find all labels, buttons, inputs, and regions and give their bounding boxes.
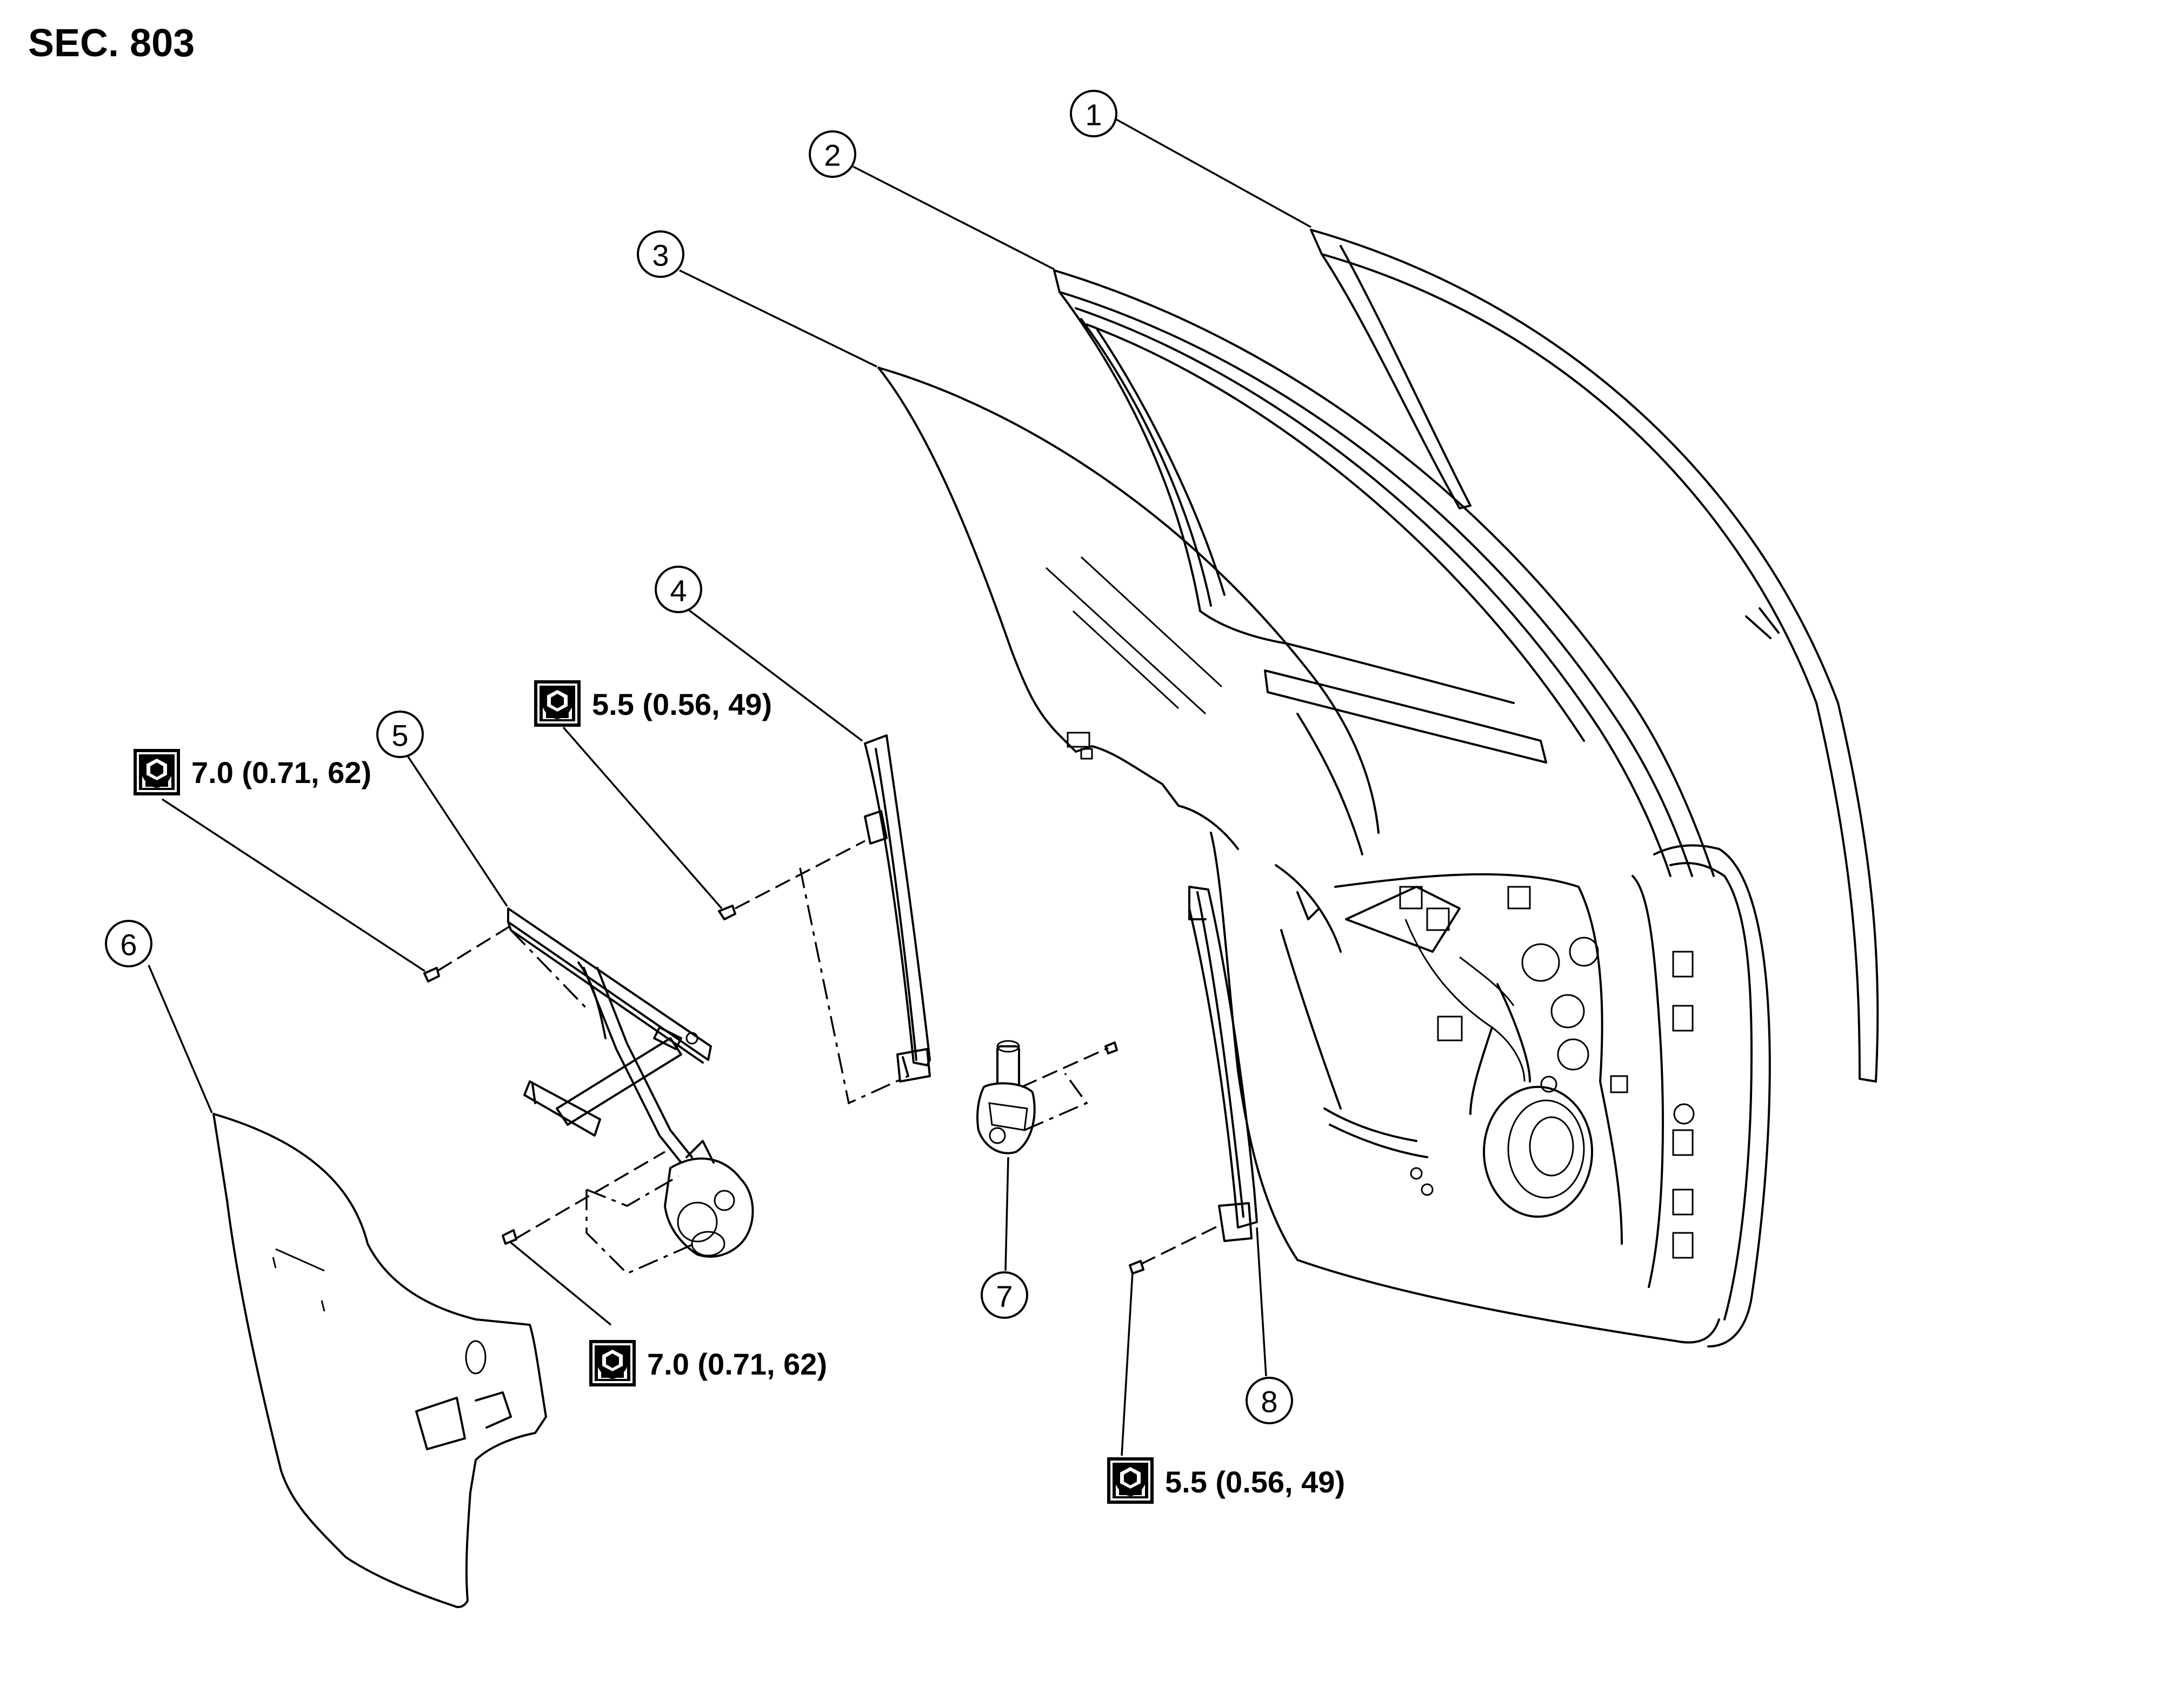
callout-6: 6	[105, 920, 152, 967]
bolt-regulator-lower	[502, 1229, 517, 1245]
part-8-front-sash	[1188, 886, 1258, 1242]
callout-7: 7	[981, 1271, 1028, 1319]
torque-wrench-icon	[589, 1340, 636, 1386]
speaker-outer	[1483, 1086, 1593, 1218]
part-7-window-motor	[976, 1040, 1036, 1154]
svg-text:7.0 (0.71, 62): 7.0 (0.71, 62)	[647, 1347, 827, 1381]
torque-spec-front-sash: 5.5 (0.56, 49)	[1107, 1457, 1345, 1504]
bolts	[423, 905, 1144, 1275]
torque-wrench-icon	[134, 749, 180, 795]
part-2-door-frame-and-glass-run	[1053, 269, 1771, 1348]
svg-text:5.5 (0.56, 49): 5.5 (0.56, 49)	[592, 687, 772, 721]
assembly-guide-lines	[437, 840, 1221, 1275]
svg-text:6: 6	[120, 928, 137, 962]
bolt-sash-rear	[718, 905, 736, 920]
torque-wrench-icon	[1107, 1457, 1154, 1504]
svg-text:4: 4	[670, 574, 687, 608]
callout-4: 4	[655, 566, 702, 613]
part-4-rear-sash	[864, 734, 931, 1083]
callout-5: 5	[376, 711, 424, 758]
bolt-sash-front	[1129, 1260, 1144, 1275]
torque-wrench-icon	[534, 680, 581, 727]
torque-spec-regulator-upper: 7.0 (0.71, 62)	[134, 749, 371, 795]
svg-text:8: 8	[1261, 1385, 1277, 1419]
bolt-regulator-upper	[423, 967, 440, 983]
svg-text:2: 2	[824, 138, 841, 172]
callout-2: 2	[809, 130, 856, 178]
svg-text:5: 5	[391, 719, 408, 753]
part-1-outer-sash-molding	[1310, 229, 1879, 1083]
svg-text:5.5 (0.56, 49): 5.5 (0.56, 49)	[1165, 1465, 1345, 1499]
leader-lines	[148, 116, 1311, 1456]
torque-spec-rear-sash: 5.5 (0.56, 49)	[534, 680, 772, 727]
svg-text:1: 1	[1085, 98, 1102, 132]
svg-text:7: 7	[996, 1279, 1013, 1313]
part-3-door-glass	[877, 367, 1380, 850]
section-label: SEC. 803	[28, 22, 195, 65]
torque-spec-regulator-lower: 7.0 (0.71, 62)	[589, 1340, 827, 1386]
part-6-sealing-screen	[212, 1113, 547, 1608]
callout-1: 1	[1070, 90, 1117, 137]
callout-3: 3	[637, 230, 684, 278]
callout-8: 8	[1246, 1377, 1293, 1424]
bolt-motor	[1104, 1041, 1118, 1054]
svg-text:3: 3	[652, 238, 669, 273]
svg-text:7.0 (0.71, 62): 7.0 (0.71, 62)	[191, 755, 371, 789]
